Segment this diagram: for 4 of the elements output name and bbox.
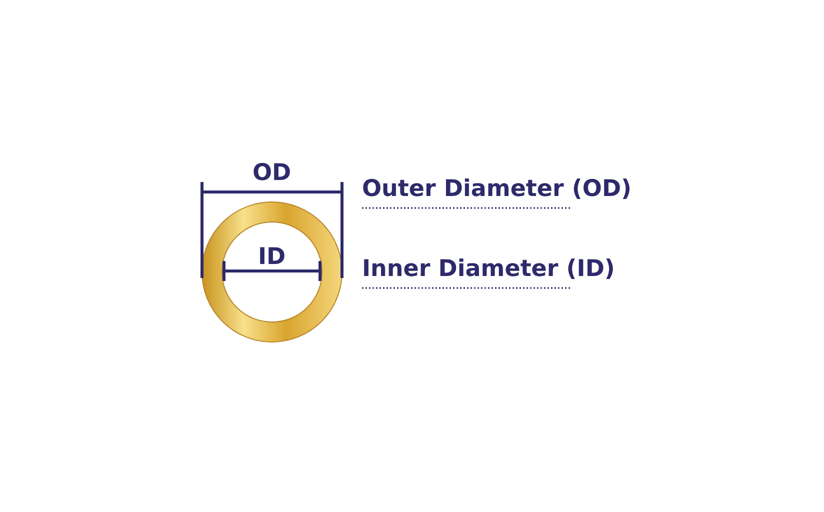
dimension-label: ID	[258, 246, 286, 269]
term-label: Inner Diameter (ID)	[362, 258, 615, 281]
term-label: Outer Diameter (OD)	[362, 178, 632, 201]
dimension-label: OD	[252, 162, 292, 185]
